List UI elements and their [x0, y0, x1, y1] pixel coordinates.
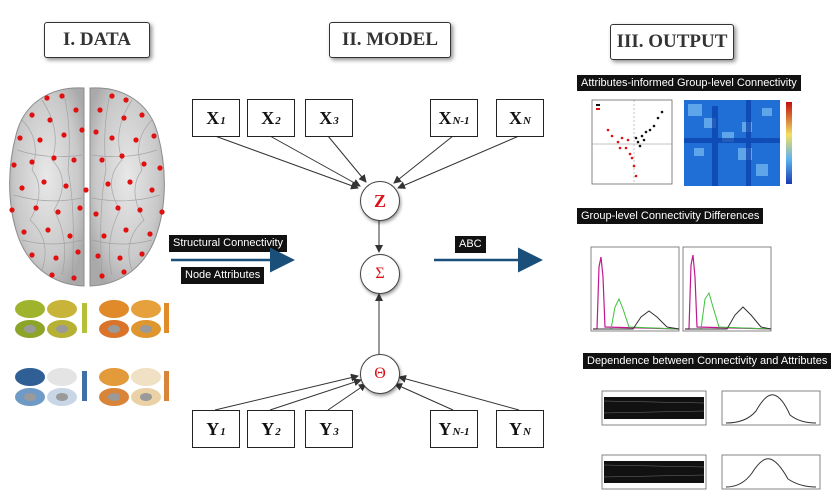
output-trace-plots	[601, 390, 707, 490]
edge-yn1-theta	[394, 383, 454, 411]
abc-label: ABC	[455, 236, 486, 253]
output-heatmap-thumbnail	[684, 100, 792, 186]
edge-yn-theta	[398, 374, 520, 411]
section-title-model: II. MODEL	[329, 22, 451, 58]
section-title-output: III. OUTPUT	[610, 24, 734, 60]
output-title-dependence: Dependence between Connectivity and Attr…	[583, 353, 832, 369]
output-title-group-connectivity: Attributes-informed Group-level Connecti…	[577, 75, 801, 91]
edge-y2-theta	[269, 378, 362, 411]
output-density-plot-right	[682, 246, 772, 332]
structural-connectivity-label: Structural Connectivity	[169, 235, 288, 252]
output-title-connectivity-differences: Group-level Connectivity Differences	[577, 208, 764, 224]
output-density-plot-left	[590, 246, 680, 332]
output-posterior-density-plots	[721, 390, 821, 490]
node-sigma: Σ	[360, 254, 400, 294]
node-theta: Θ	[360, 354, 400, 394]
node-z: Z	[360, 181, 400, 221]
edge-xn1-z	[393, 135, 454, 184]
edge-y1-theta	[214, 373, 359, 411]
edge-x1-z	[214, 135, 359, 190]
edge-y3-theta	[327, 383, 367, 411]
edge-x3-z	[327, 135, 367, 183]
cortex-thumbnails	[15, 300, 169, 406]
edge-x2-z	[269, 135, 361, 187]
brain-illustration	[9, 87, 165, 287]
output-scatter-thumbnail	[591, 99, 673, 185]
node-attributes-label: Node Attributes	[181, 267, 265, 284]
edge-xn-z	[397, 135, 520, 189]
section-title-data: I. DATA	[44, 22, 150, 58]
